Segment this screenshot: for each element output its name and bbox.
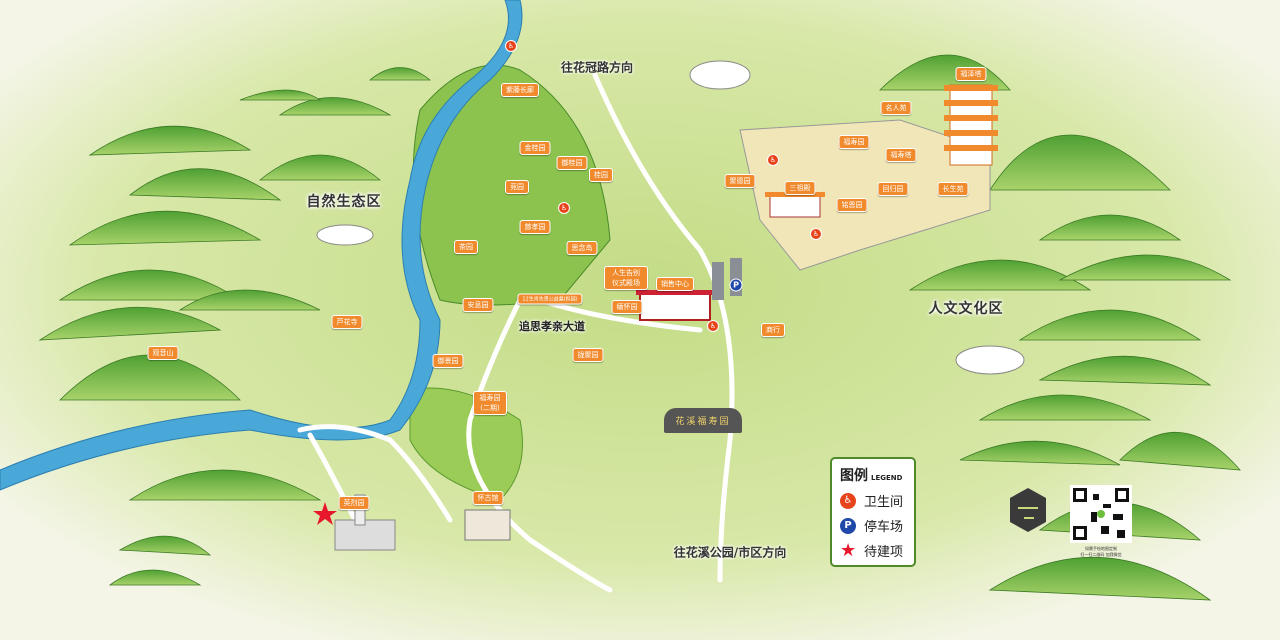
poi-label[interactable]: 御景园: [432, 354, 464, 368]
poi-label[interactable]: 聚德园: [724, 174, 756, 188]
poi-label[interactable]: 福寿园(二期): [473, 391, 507, 415]
memorial-yinglieyuan: [334, 494, 396, 551]
clouds: [316, 60, 1025, 375]
restroom-icon: ♿: [810, 228, 822, 240]
poi-label[interactable]: 怀古馆: [472, 491, 504, 505]
logo: [1010, 488, 1046, 532]
poi-label[interactable]: 思念岛: [566, 241, 598, 255]
poi-label[interactable]: 桂园: [589, 168, 613, 182]
direction-south: 往花溪公园/市区方向: [673, 545, 787, 560]
legend-item-planned: ★待建项: [839, 540, 904, 561]
parking-icon: P: [840, 517, 856, 534]
sanzudian-hall: [765, 192, 825, 218]
poi-label[interactable]: 12生肖先贤公益墓(拟园): [517, 293, 583, 305]
poi-label[interactable]: 竞园: [505, 180, 529, 194]
restroom-icon: ♿: [558, 202, 570, 214]
river: [0, 0, 523, 491]
legend-item-restroom: ♿卫生间: [840, 491, 906, 510]
poi-label[interactable]: 福寿园: [838, 135, 870, 149]
restroom-icon: ♿: [767, 154, 779, 166]
parking-icon: P: [729, 278, 743, 292]
restroom-icon: ♿: [505, 40, 517, 52]
star-icon: [313, 502, 337, 525]
poi-label[interactable]: 观音山: [147, 346, 179, 360]
poi-label[interactable]: 人生告别仪式殿场: [604, 266, 648, 290]
stone-inscription: 花溪福寿园: [664, 408, 742, 433]
qr-code[interactable]: [1070, 485, 1132, 543]
direction-north: 往花冠路方向: [560, 60, 634, 75]
qr-caption: 如需手绘地图定制扫一扫二维码 加我微信: [1080, 546, 1122, 557]
poi-label[interactable]: 销售中心: [656, 277, 694, 291]
poi-label[interactable]: 回归园: [877, 182, 909, 196]
poi-label[interactable]: 缅怀园: [611, 300, 643, 314]
poi-label[interactable]: 名人苑: [880, 101, 912, 115]
huaiguguan-building: [464, 509, 511, 541]
zone-nature: 自然生态区: [306, 194, 382, 210]
poi-label[interactable]: 铭恩园: [836, 198, 868, 212]
poi-label[interactable]: 三祖殿: [784, 181, 816, 195]
hills: [38, 54, 1241, 601]
culture-plaza: [739, 119, 991, 271]
restroom-icon: ♿: [840, 492, 856, 509]
poi-label[interactable]: 福寿塔: [885, 148, 917, 162]
poi-label[interactable]: 安息园: [462, 298, 494, 312]
poi-label[interactable]: 长生苑: [937, 182, 969, 196]
poi-label[interactable]: 紫藤长廊: [501, 83, 539, 97]
star-icon: ★: [839, 540, 857, 561]
restroom-icon: ♿: [707, 320, 719, 332]
poi-label[interactable]: 商行: [761, 323, 785, 337]
sales-center: [636, 290, 714, 321]
poi-label[interactable]: 金桂园: [519, 141, 551, 155]
poi-label[interactable]: 御桂园: [556, 156, 588, 170]
poi-label[interactable]: 芦花寺: [331, 315, 363, 329]
poi-label[interactable]: 福泽塔: [955, 67, 987, 81]
zone-culture: 人文文化区: [928, 301, 1004, 317]
poi-label[interactable]: 英烈园: [338, 496, 370, 510]
road-name: 追思孝亲大道: [519, 320, 585, 333]
terraces: [409, 387, 523, 501]
poi-label[interactable]: 慈孝园: [519, 220, 551, 234]
roads: [297, 72, 735, 593]
poi-label[interactable]: 茶园: [454, 240, 478, 254]
poi-label[interactable]: 拢聚园: [572, 348, 604, 362]
pagoda-fuzeta: [944, 84, 998, 166]
